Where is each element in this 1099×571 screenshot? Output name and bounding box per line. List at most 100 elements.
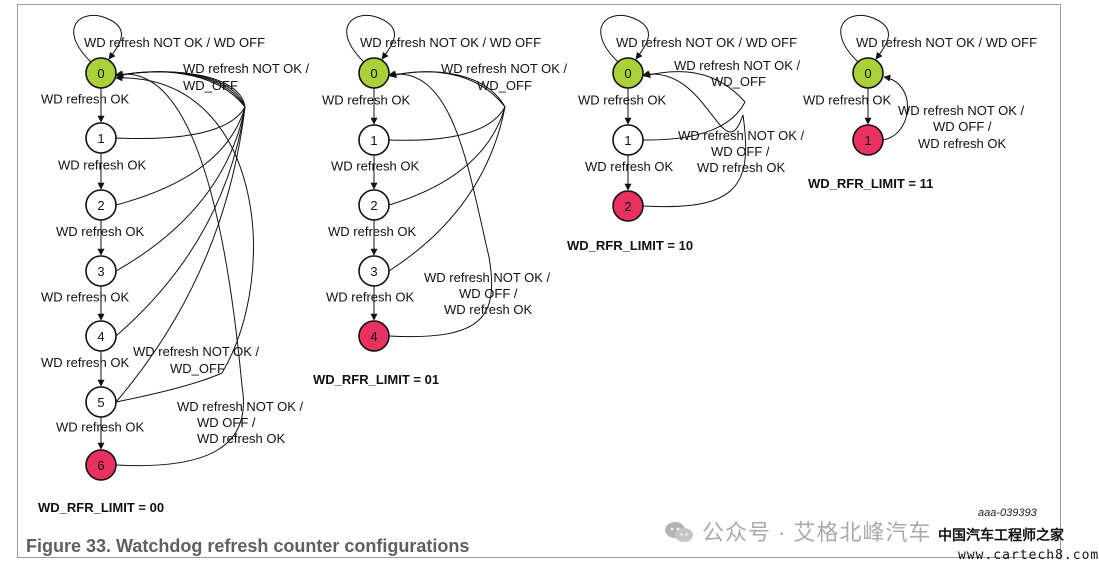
ok-label: WD refresh OK	[56, 224, 144, 239]
self-loop-edge	[840, 14, 889, 63]
limit-caption: WD_RFR_LIMIT = 10	[567, 238, 693, 253]
ok-label: WD refresh OK	[578, 93, 666, 108]
state-label: 0	[624, 66, 631, 81]
state-node-start	[852, 57, 884, 89]
state-node-final	[358, 320, 390, 352]
state-label: 6	[97, 458, 104, 473]
limit-caption: WD_RFR_LIMIT = 11	[808, 176, 933, 191]
state-node-start	[358, 57, 390, 89]
state-node-counter	[85, 386, 117, 418]
state-label: 0	[370, 66, 377, 81]
state-label: 1	[370, 133, 377, 148]
self-loop-edge	[600, 14, 649, 63]
reset-label-line2: WD_OFF	[711, 74, 766, 89]
reset-edge-segment	[388, 106, 506, 272]
state-label: 4	[97, 329, 104, 344]
ok-label: WD refresh OK	[322, 93, 410, 108]
figure-frame	[17, 4, 1061, 558]
state-node-final	[612, 190, 644, 222]
final-reset-edge	[882, 74, 909, 141]
ok-label: WD refresh OK	[56, 420, 144, 435]
reset-label-line2: WD_OFF	[477, 78, 532, 93]
state-label: 5	[97, 395, 104, 410]
ok-label: WD refresh OK	[326, 290, 414, 305]
reference-id: aaa-039393	[978, 507, 1037, 519]
reset-edge-segment	[115, 106, 246, 403]
ok-label: WD refresh OK	[41, 290, 129, 305]
reset-label-line1: WD refresh NOT OK /	[441, 61, 568, 76]
state-label: 3	[370, 264, 377, 279]
self-loop-edge	[346, 14, 395, 63]
state-node-counter	[358, 124, 390, 156]
final-reset-label-line2: WD OFF /	[711, 144, 770, 159]
ok-label: WD refresh OK	[585, 159, 673, 174]
state-label: 4	[370, 329, 377, 344]
state-node-counter	[612, 124, 644, 156]
state-node-counter	[85, 189, 117, 221]
reset-label-line2: WD_OFF	[183, 78, 238, 93]
state-node-final	[852, 124, 884, 156]
reset-edge-arc	[115, 74, 254, 374]
final-reset-label-line1: WD refresh NOT OK /	[898, 103, 1025, 118]
state-label: 0	[97, 66, 104, 81]
final-reset-edge	[388, 70, 493, 338]
state-node-final	[85, 449, 117, 481]
final-reset-label-line2: WD OFF /	[459, 286, 518, 301]
ok-label: WD refresh OK	[58, 158, 146, 173]
reset-edge-segment	[115, 106, 246, 337]
final-reset-label-line3: WD refresh OK	[197, 431, 285, 446]
final-reset-label-line1: WD refresh NOT OK /	[424, 270, 551, 285]
ok-label: WD refresh OK	[803, 93, 891, 108]
state-label: 2	[97, 198, 104, 213]
site-logo: 中国汽车工程师之家	[938, 528, 1064, 544]
reset-edge-arc	[116, 71, 246, 108]
final-reset-label-line2: WD OFF /	[933, 119, 992, 134]
watermark-text: 公众号 · 艾格北峰汽车	[702, 520, 932, 545]
self-loop-label: WD refresh NOT OK / WD OFF	[856, 35, 1037, 50]
state-node-counter	[85, 255, 117, 287]
state-label: 3	[97, 264, 104, 279]
figure-caption: Figure 33. Watchdog refresh counter conf…	[26, 536, 470, 556]
state-node-counter	[358, 255, 390, 287]
site-url: www.cartech8.com	[958, 548, 1099, 563]
state-node-counter	[85, 320, 117, 352]
state-node-start	[85, 57, 117, 89]
limit-caption: WD_RFR_LIMIT = 00	[38, 500, 164, 515]
final-reset-label-line3: WD refresh OK	[918, 136, 1006, 151]
reset-edge-segment	[115, 106, 246, 206]
final-reset-label-line3: WD refresh OK	[444, 302, 532, 317]
state-label: 2	[370, 198, 377, 213]
self-loop-edge	[73, 14, 122, 63]
reset-edge-segment	[115, 372, 223, 403]
final-reset-edge	[642, 70, 747, 208]
wechat-icon	[665, 522, 693, 542]
reset-edge-segment	[115, 106, 246, 139]
final-reset-label-line1: WD refresh NOT OK /	[678, 128, 805, 143]
state-label: 1	[97, 131, 104, 146]
limit-caption: WD_RFR_LIMIT = 01	[313, 372, 439, 387]
watermark: 公众号 · 艾格北峰汽车	[664, 515, 932, 547]
state-label: 2	[624, 199, 631, 214]
ok-label: WD refresh OK	[328, 224, 416, 239]
final-reset-label-line3: WD refresh OK	[697, 160, 785, 175]
state-label: 1	[624, 133, 631, 148]
reset-label-line1: WD refresh NOT OK /	[183, 61, 310, 76]
ok-label: WD refresh OK	[41, 355, 129, 370]
reset-label-line1: WD refresh NOT OK /	[674, 58, 801, 73]
state-node-counter	[358, 189, 390, 221]
reset-edge-segment	[388, 106, 506, 206]
state-node-start	[612, 57, 644, 89]
state-label: 1	[864, 133, 871, 148]
reset-edge-segment	[642, 101, 746, 141]
reset-edge-arc	[389, 71, 506, 108]
self-loop-label: WD refresh NOT OK / WD OFF	[360, 35, 541, 50]
final-reset-label-line1: WD refresh NOT OK /	[177, 399, 304, 414]
final-reset-label-line2: WD OFF /	[197, 415, 256, 430]
state-node-counter	[85, 122, 117, 154]
state-label: 0	[864, 66, 871, 81]
final-reset-edge	[115, 70, 244, 467]
self-loop-label: WD refresh NOT OK / WD OFF	[616, 35, 797, 50]
reset-label-line2: WD_OFF	[170, 361, 225, 376]
reset-edge-segment	[115, 106, 246, 272]
